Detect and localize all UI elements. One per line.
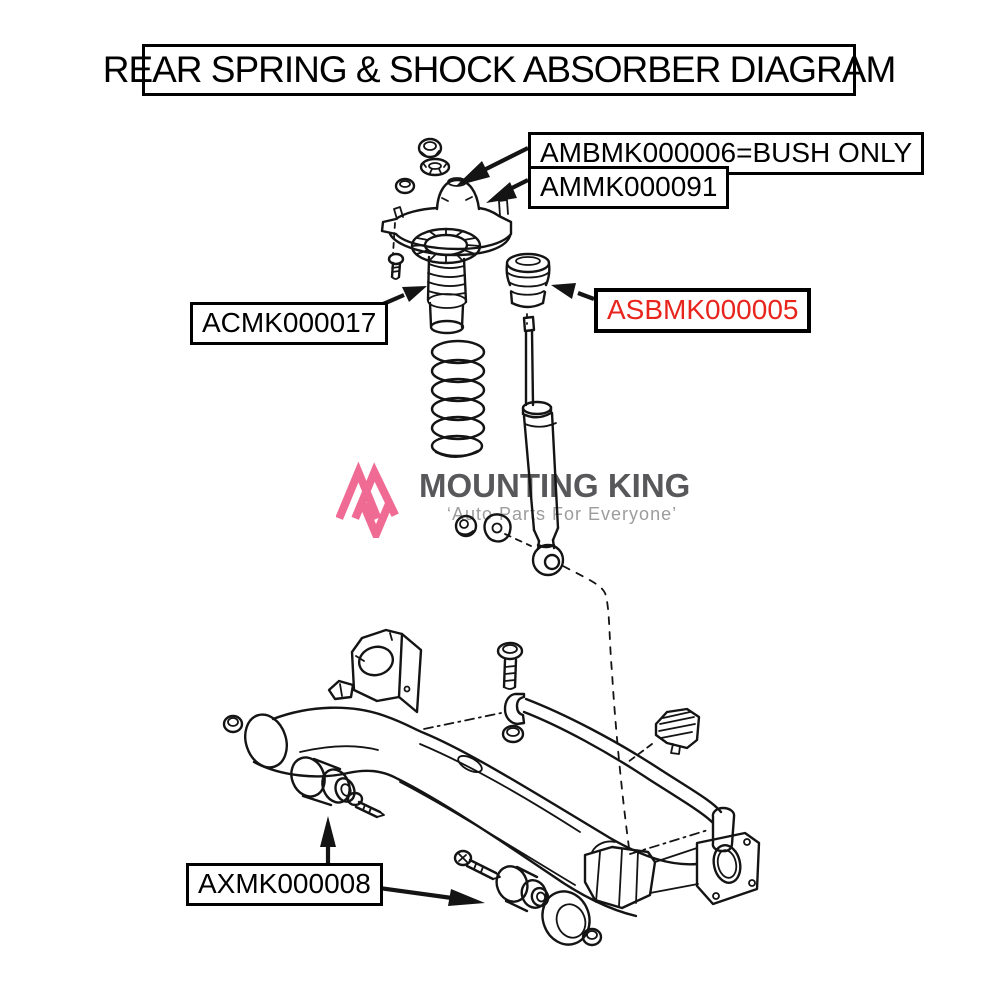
stabilizer-bar-drawing <box>496 641 736 853</box>
rear-bushing-drawing <box>453 849 550 913</box>
part-label-asbmk000005[interactable]: ASBMK000005 <box>594 288 812 333</box>
coil-spring-drawing <box>430 339 486 458</box>
shock-absorber-drawing <box>521 315 565 577</box>
leader-lines <box>423 533 709 855</box>
strut-mount-drawing <box>380 137 513 335</box>
brand-tagline: ‘Auto Parts For Everyone’ <box>447 504 678 524</box>
part-label-axmk000008[interactable]: AXMK000008 <box>186 863 383 906</box>
part-label-acmk000017[interactable]: ACMK000017 <box>190 302 389 345</box>
brand-logo <box>335 461 416 545</box>
bump-stop-drawing <box>505 252 551 325</box>
brand-name: MOUNTING KING <box>419 467 691 504</box>
front-bushing-drawing <box>290 756 385 819</box>
beam-bracket-drawing <box>327 628 423 714</box>
axle-beam-drawing <box>222 706 761 947</box>
part-label-ammk000091[interactable]: AMMK000091 <box>528 166 730 209</box>
diagram-title: REAR SPRING & SHOCK ABSORBER DIAGRAM <box>103 44 896 96</box>
brand-m-icon <box>335 461 399 545</box>
